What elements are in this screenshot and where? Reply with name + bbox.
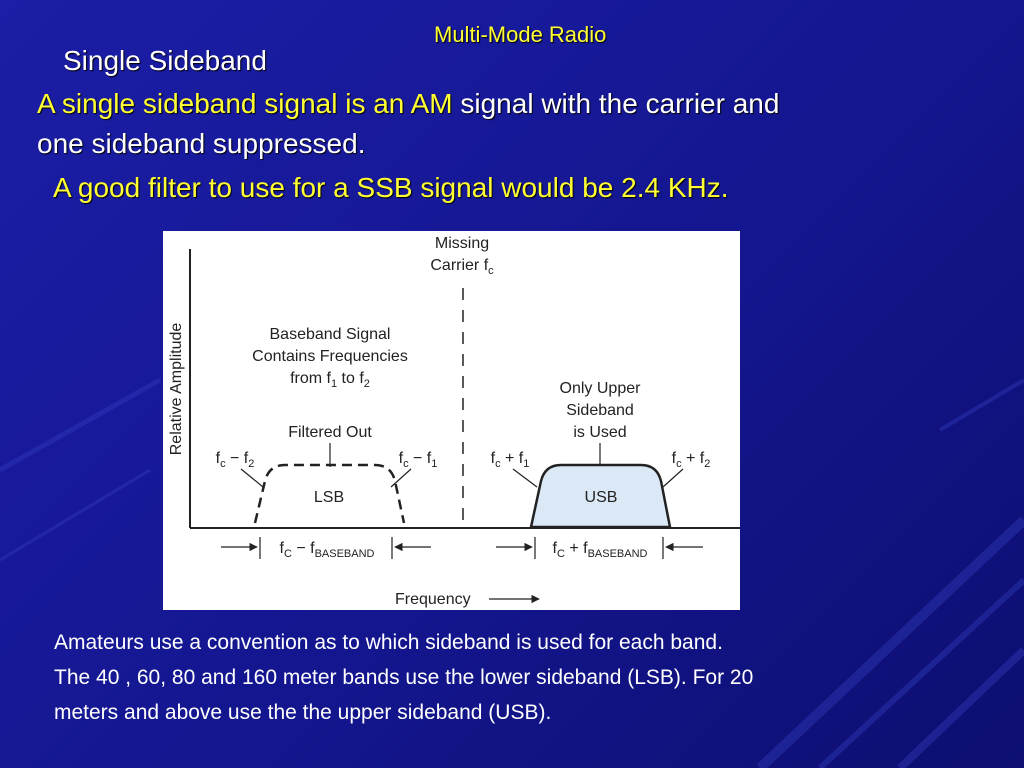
lsb-label: LSB: [314, 489, 344, 506]
usb-label: USB: [585, 489, 618, 506]
fc-minus-f2-label: fc − f2: [216, 450, 255, 470]
note-line: The 40 , 60, 80 and 160 meter bands use …: [54, 666, 754, 689]
missing-carrier-label-2: Carrier fc: [430, 257, 494, 277]
usb-bandwidth-label: fC + fBASEBAND: [552, 540, 647, 560]
fc-minus-f1-label: fc − f1: [399, 450, 438, 470]
upper-sideband-label-1: Only Upper: [560, 380, 642, 397]
filtered-out-label: Filtered Out: [288, 424, 372, 441]
baseband-label-3: from f1 to f2: [290, 370, 370, 390]
fc-plus-f1-pointer: [512, 468, 538, 488]
missing-carrier-label: Missing: [435, 235, 489, 252]
upper-sideband-label-3: is Used: [573, 424, 626, 441]
section-heading: Single Sideband: [63, 45, 267, 76]
baseband-label-1: Baseband Signal: [270, 326, 391, 343]
upper-sideband-label-2: Sideband: [566, 402, 634, 419]
fc-minus-f2-pointer: [240, 468, 264, 488]
intro-sentence-continued: one sideband suppressed.: [37, 128, 366, 159]
fc-minus-f1-pointer: [390, 468, 412, 488]
fc-plus-f2-label: fc + f2: [672, 450, 711, 470]
ssb-spectrum-diagram: Relative Amplitude Missing Carrier fc Ba…: [163, 231, 740, 610]
x-axis-label: Frequency: [395, 591, 471, 608]
usb-sideband-shape: [529, 463, 672, 529]
intro-rest: signal with the carrier and: [452, 88, 780, 119]
fc-plus-f2-pointer: [662, 468, 684, 488]
intro-highlight: A single sideband signal is an AM: [37, 88, 453, 119]
lsb-bandwidth-label: fC − fBASEBAND: [279, 540, 374, 560]
note-line: Amateurs use a convention as to which si…: [54, 631, 723, 654]
lsb-sideband-outline: [253, 463, 406, 524]
baseband-label-2: Contains Frequencies: [252, 348, 408, 365]
sideband-convention-note: Amateurs use a convention as to which si…: [54, 625, 753, 730]
slide-title: Multi-Mode Radio: [434, 22, 607, 47]
intro-sentence: A single sideband signal is an AM signal…: [37, 88, 779, 120]
y-axis-label: Relative Amplitude: [168, 323, 185, 456]
filter-note: A good filter to use for a SSB signal wo…: [53, 172, 729, 203]
fc-plus-f1-label: fc + f1: [491, 450, 530, 470]
note-line: meters and above use the the upper sideb…: [54, 701, 552, 724]
